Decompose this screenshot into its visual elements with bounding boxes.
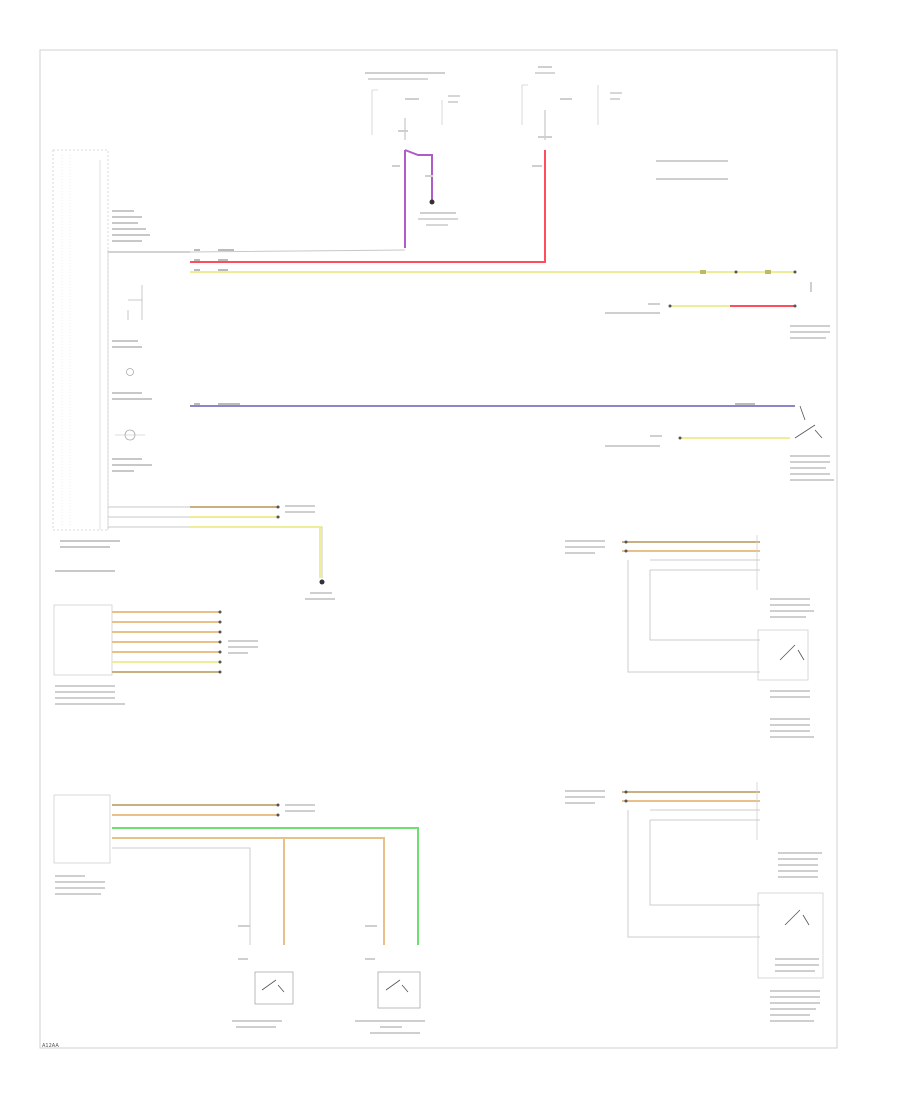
cluster-lamp-icon xyxy=(126,368,134,376)
cluster-internal-text xyxy=(55,210,152,572)
ground-point xyxy=(429,199,435,205)
switch-contact-icon xyxy=(794,405,823,439)
cluster-switch-bracket xyxy=(127,285,143,320)
connector-mark xyxy=(765,270,771,274)
fuse-box-left xyxy=(365,72,460,140)
cluster-data-wires xyxy=(108,505,335,600)
diagram-code: A12AA xyxy=(42,1043,59,1049)
cluster-pin-labels xyxy=(194,249,234,271)
right-module-1 xyxy=(605,282,830,339)
belt-switch-icon xyxy=(261,979,285,993)
diagram-frame xyxy=(39,49,838,1049)
occupant-classification-module xyxy=(53,604,258,705)
connector-mark xyxy=(700,270,706,274)
wire-violet-branch xyxy=(404,149,433,200)
passenger-belt-switch xyxy=(355,925,425,1034)
seat-switch-icon xyxy=(779,644,805,661)
wire-orange-driver xyxy=(112,837,285,945)
seat-occupied-sensor-passenger xyxy=(565,782,824,1022)
airbag-control-module xyxy=(53,794,419,945)
seat-occupied-sensor-driver xyxy=(565,535,814,738)
brake-fluid-switch xyxy=(605,405,834,481)
wire-red-feed xyxy=(190,150,546,263)
fuse-box-right xyxy=(521,66,622,140)
wire-orange-passenger xyxy=(112,837,385,945)
ground-point xyxy=(319,579,325,585)
wire-green xyxy=(112,827,419,945)
belt-switch-icon xyxy=(385,979,409,993)
power-distribution-node xyxy=(418,212,458,226)
legend-notes xyxy=(656,160,728,180)
driver-belt-switch xyxy=(232,925,294,1028)
seat-switch-icon xyxy=(784,909,810,926)
instrument-cluster xyxy=(52,149,152,572)
